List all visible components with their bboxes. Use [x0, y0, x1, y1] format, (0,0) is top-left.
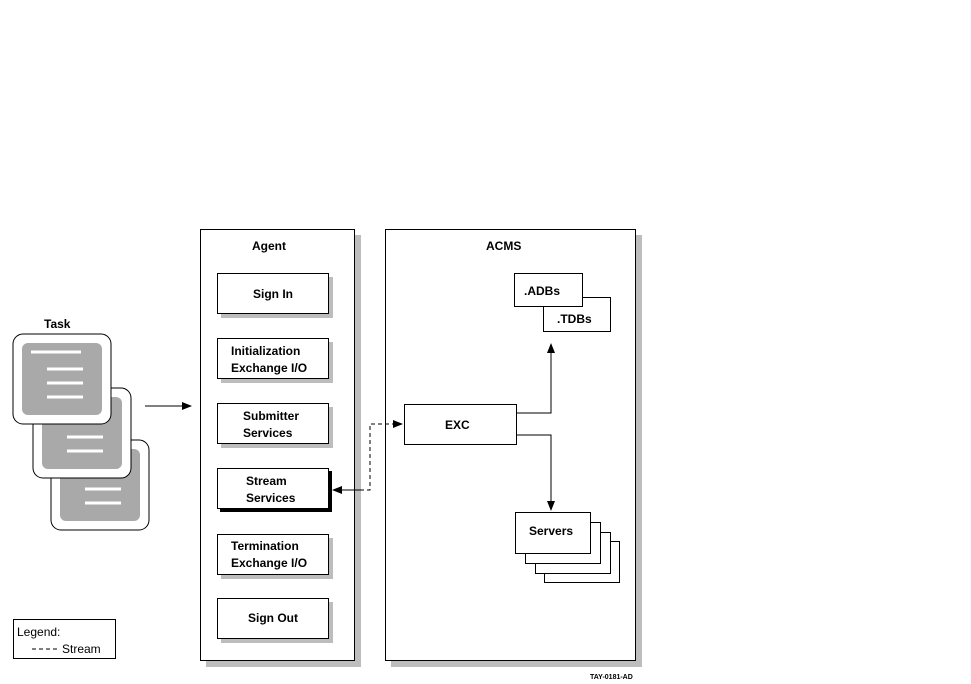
initialization-exchange-box: Initialization Exchange I/O: [217, 338, 329, 379]
figure-id: TAY-0181-AD: [590, 674, 633, 681]
agent-title: Agent: [252, 239, 286, 253]
servers-box: Servers: [515, 512, 591, 554]
sign-out-label: Sign Out: [248, 611, 298, 625]
stream-services-line2: Services: [246, 491, 296, 505]
termination-line2: Exchange I/O: [231, 556, 308, 570]
termination-exchange-box: Termination Exchange I/O: [217, 534, 329, 575]
tdbs-label: .TDBs: [557, 312, 592, 326]
stream-services-label: Stream Services: [246, 473, 295, 507]
task-label: Task: [44, 317, 71, 331]
submitter-services-box: Submitter Services: [217, 403, 329, 444]
exc-box: EXC: [404, 404, 517, 445]
sign-in-box: Sign In: [217, 273, 329, 314]
task-document-icon-1: [12, 333, 112, 425]
initialization-line1: Initialization: [231, 344, 301, 358]
servers-label: Servers: [529, 524, 574, 538]
acms-title: ACMS: [486, 239, 522, 253]
adbs-box: .ADBs: [514, 273, 583, 307]
submitter-line1: Submitter: [243, 409, 300, 423]
stream-services-box: Stream Services: [217, 468, 329, 509]
legend-dash-icon: [32, 648, 60, 650]
acms-panel: [385, 229, 636, 661]
submitter-line2: Services: [243, 426, 293, 440]
initialization-line2: Exchange I/O: [231, 361, 308, 375]
legend-title: Legend:: [17, 625, 61, 639]
submitter-label: Submitter Services: [243, 408, 299, 442]
termination-line1: Termination: [231, 539, 299, 553]
legend-box: Legend: Stream: [13, 619, 116, 659]
sign-in-label: Sign In: [253, 287, 293, 301]
exc-label: EXC: [445, 418, 470, 432]
legend-stream-label: Stream: [62, 642, 101, 656]
termination-label: Termination Exchange I/O: [231, 538, 307, 572]
stream-services-line1: Stream: [246, 474, 287, 488]
adbs-label: .ADBs: [524, 284, 561, 298]
sign-out-box: Sign Out: [217, 598, 329, 639]
initialization-label: Initialization Exchange I/O: [231, 343, 307, 377]
